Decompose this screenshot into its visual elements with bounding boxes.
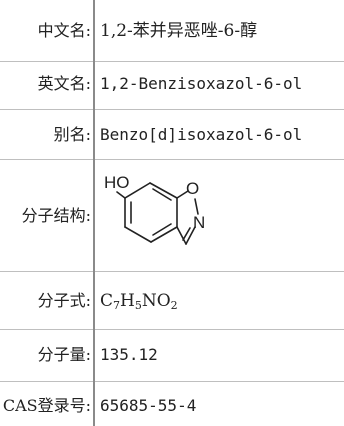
bond-c4-c5 [124, 226, 152, 243]
row-english-name: 英文名: 1,2-Benzisoxazol-6-ol [0, 62, 344, 110]
formula-hydrogen-count: 5 [134, 299, 142, 312]
bond-c3-c3a [176, 226, 187, 245]
atom-label-nitrogen: N [193, 213, 205, 232]
row-molar-mass: 分子量: 135.12 [0, 330, 344, 382]
formula-nitrogen-oxygen: NO [141, 291, 171, 311]
double-bond-n-c3 [182, 227, 191, 241]
atom-label-hydroxyl: HO [104, 173, 130, 192]
chinese-name-label: 中文名: [37, 21, 91, 40]
formula-label: 分子式: [37, 291, 91, 310]
alias-label: 别名: [53, 125, 91, 144]
cas-value: 65685-55-4 [100, 396, 197, 415]
double-bond-inner-bottom [152, 223, 172, 236]
double-bond-inner-top [152, 188, 172, 201]
molar-mass-label: 分子量: [37, 345, 91, 364]
bond-c3a-c4 [150, 226, 178, 243]
formula-hydrogen: H [120, 291, 135, 311]
alias-value: Benzo[d]isoxazol-6-ol [100, 125, 303, 144]
bond-c7-c7a [149, 182, 178, 199]
bond-c7a-o [176, 190, 189, 199]
bond-n-c3 [185, 226, 196, 245]
row-alias: 别名: Benzo[d]isoxazol-6-ol [0, 110, 344, 160]
molecular-structure-diagram: HO O N [104, 173, 205, 245]
formula-carbon: C [100, 291, 114, 311]
bond-c6-c7 [124, 182, 151, 199]
row-formula: 分子式: C7H5NO2 [0, 272, 344, 330]
english-name-value: 1,2-Benzisoxazol-6-ol [100, 74, 303, 93]
bond-c6-oh [116, 191, 126, 199]
row-chinese-name: 中文名: 1,2-苯并异恶唑-6-醇 [0, 0, 344, 62]
row-cas: CAS登录号: 65685-55-4 [0, 382, 344, 426]
column-divider [93, 0, 95, 426]
cas-label: CAS登录号: [2, 396, 91, 415]
chinese-name-value: 1,2-苯并异恶唑-6-醇 [100, 21, 258, 41]
english-name-label: 英文名: [37, 74, 91, 93]
formula-oxygen-count: 2 [170, 299, 178, 312]
row-structure: 分子结构: [0, 160, 344, 272]
structure-label: 分子结构: [21, 206, 91, 225]
formula-carbon-count: 7 [113, 299, 121, 312]
bond-o-n [194, 198, 199, 215]
molar-mass-value: 135.12 [100, 345, 158, 364]
atom-label-oxygen: O [186, 179, 199, 198]
formula-value: C7H5NO2 [100, 291, 178, 311]
